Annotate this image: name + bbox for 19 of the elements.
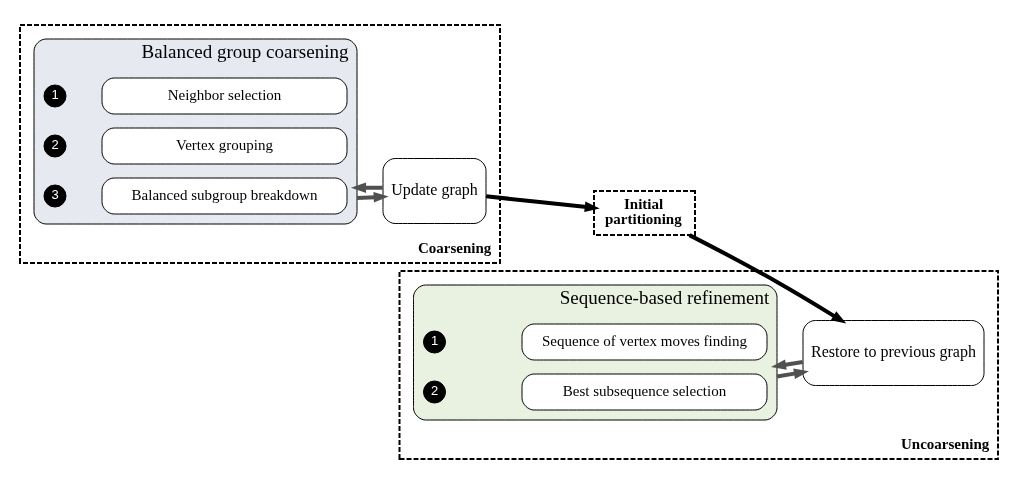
node-circle: 2 (43, 134, 67, 157)
node-box: Neighbor selection (101, 77, 348, 114)
node-circle: 1 (423, 330, 446, 353)
node-box: Restore to previous graph (802, 319, 985, 386)
node-box: Balanced subgroup breakdown (101, 177, 348, 214)
node-circle: 3 (43, 184, 67, 207)
node-box: Update graph (382, 157, 487, 224)
node-box: Best subsequence selection (521, 373, 768, 410)
node-box: Sequence of vertex moves finding (521, 323, 768, 360)
node-circle: 1 (43, 84, 67, 107)
node-box: Vertex grouping (101, 127, 348, 164)
arrow (688, 232, 847, 324)
arrow (771, 358, 804, 370)
arrow (776, 368, 809, 379)
arrow (356, 191, 389, 202)
arrow (485, 193, 600, 212)
arrow (350, 181, 383, 193)
node-box: Initial partitioning (593, 189, 696, 236)
node-circle: 2 (423, 380, 446, 403)
